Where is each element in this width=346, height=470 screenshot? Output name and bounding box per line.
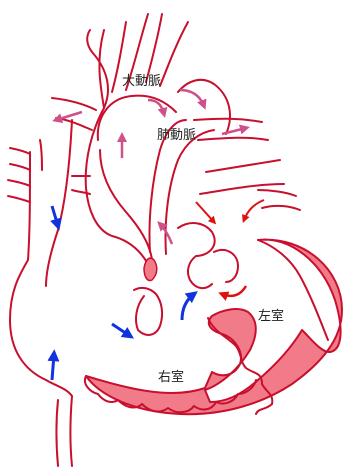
- venous-arrow-ra-rv: [112, 324, 130, 336]
- aorta-descending: [100, 150, 152, 260]
- pulmonary-arrow-3: [222, 128, 246, 134]
- aorta-branch-5: [160, 22, 188, 86]
- left-ventricle-inner-wall: [258, 240, 328, 340]
- label-aorta: 大動脈: [122, 70, 161, 89]
- pulmonary-arrow-4: [56, 112, 82, 120]
- arterial-arrow-3: [222, 286, 246, 296]
- pulmonary-arrow-2: [180, 90, 204, 106]
- left-atrium-outline: [178, 223, 238, 288]
- inferior-vena-cava: [57, 400, 59, 466]
- pulmonary-valve: [144, 258, 157, 280]
- pulmonary-vein-1: [200, 160, 284, 194]
- arterial-arrow-2: [244, 200, 264, 220]
- right-atrium-inner: [46, 120, 72, 286]
- pulmonary-right-branch: [194, 119, 268, 140]
- right-atrium-to-ventricle: [134, 288, 162, 335]
- superior-vena-cava-left: [40, 140, 42, 170]
- pulmonary-vein-2: [258, 190, 300, 210]
- label-right-ventricle: 右室: [158, 366, 184, 385]
- arterial-arrow-1: [196, 202, 214, 222]
- venous-arrow-svc: [52, 206, 58, 226]
- venous-arrow-rv-pa: [182, 294, 194, 320]
- label-pulmonary-artery: 肺動脈: [157, 124, 196, 143]
- superior-vena-cava-lines: [8, 148, 90, 202]
- label-left-ventricle: 左室: [258, 305, 284, 324]
- venous-arrow-ivc: [52, 354, 54, 380]
